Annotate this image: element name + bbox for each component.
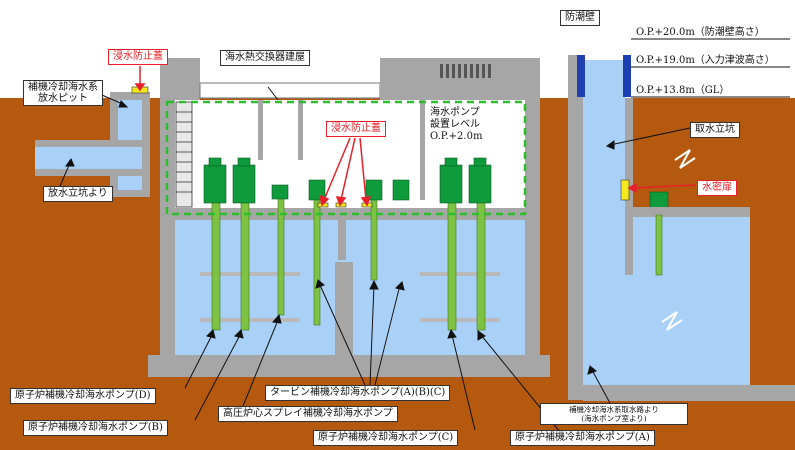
hpcs-pump-label: 高圧炉心スプレイ補機冷却海水ポンプ xyxy=(218,406,398,422)
outfall-pit-label: 補機冷却海水系 放水ピット xyxy=(23,80,103,106)
turbine-pumps-label: タービン補機冷却海水ポンプ(A)(B)(C) xyxy=(265,385,451,401)
building-roof xyxy=(199,82,381,99)
op-13-label: O.P.+13.8m（GL） xyxy=(636,85,730,96)
pump-level-line1: 海水ポンプ xyxy=(430,107,480,118)
pump-level-line3: O.P.+2.0m xyxy=(430,131,483,142)
intake-note-line1: 補機冷却海水系取水路より xyxy=(569,405,659,414)
pump-deck-slab xyxy=(175,208,525,220)
outfall-pipe-water xyxy=(35,147,142,169)
pump-C-label: 原子炉補機冷却海水ポンプ(C) xyxy=(313,430,459,446)
flood-cover-top-label: 浸水防止蓋 xyxy=(108,49,168,65)
structure-base-slab xyxy=(148,355,550,377)
pump-A-label: 原子炉補機冷却海水ポンプ(A) xyxy=(510,430,655,446)
intake-room-stub-wall xyxy=(625,215,633,275)
structure-left-wall xyxy=(160,98,175,373)
intake-pump-column xyxy=(655,214,663,276)
leader-arrows xyxy=(59,86,691,433)
intake-shaft-water-lower xyxy=(583,330,750,390)
pit-center-wall xyxy=(338,220,346,260)
intake-shaft-water-room xyxy=(625,215,750,330)
partition-2 xyxy=(298,100,303,160)
from-outfall-shaft-label: 放水立坑より xyxy=(43,186,113,202)
structure-right-wall xyxy=(525,98,540,373)
break-line-bottom xyxy=(661,311,683,331)
louver-vents xyxy=(440,64,491,78)
outfall-pit-label-line1: 補機冷却海水系 xyxy=(28,82,98,93)
intake-shaft-label: 取水立坑 xyxy=(690,122,740,138)
intake-shaft-mid-wall xyxy=(625,98,633,215)
pump-motors xyxy=(203,157,669,217)
op-19-label: O.P.+19.0m（入力津波高さ） xyxy=(636,55,775,66)
red-callout-arrows xyxy=(134,66,697,207)
pit-center-block xyxy=(335,262,353,355)
intake-note-line2: (海水ポンプ室より) xyxy=(581,414,647,423)
pipe-supports xyxy=(200,272,500,322)
flood-prevention-covers xyxy=(317,202,373,208)
pump-B-label: 原子炉補機冷却海水ポンプ(B) xyxy=(23,420,168,436)
intake-room-ceiling xyxy=(625,207,750,217)
op-20-label: O.P.+20.0m（防潮壁高さ） xyxy=(636,27,765,38)
tide-wall-right xyxy=(623,55,631,97)
intake-note-label: 補機冷却海水系取水路より (海水ポンプ室より) xyxy=(540,403,688,425)
tide-wall-left xyxy=(577,55,585,97)
pump-level-line2: 設置レベル xyxy=(430,119,480,130)
watertight-door-marker xyxy=(620,179,630,201)
outfall-pit-label-line2: 放水ピット xyxy=(38,93,88,104)
sky-right-strip xyxy=(560,0,595,60)
level-lines xyxy=(631,38,790,98)
pump-D-label: 原子炉補機冷却海水ポンプ(D) xyxy=(10,388,156,404)
intake-base-slab xyxy=(583,385,795,401)
break-line-top xyxy=(674,149,696,169)
pump-room-highlight-box xyxy=(165,100,527,216)
flood-cover-mid-label: 浸水防止蓋 xyxy=(326,121,386,137)
intake-shaft-left-wall xyxy=(568,55,583,400)
pump-level-label: 海水ポンプ 設置レベル O.P.+2.0m xyxy=(430,107,482,143)
partition-1 xyxy=(258,100,263,160)
building-label: 海水熱交換器建屋 xyxy=(220,50,310,66)
partition-3 xyxy=(420,100,425,200)
tide-wall-label: 防潮壁 xyxy=(560,10,600,26)
building-upper-left xyxy=(160,58,200,100)
watertight-door-label: 水密扉 xyxy=(697,180,737,196)
stairway xyxy=(175,101,193,208)
